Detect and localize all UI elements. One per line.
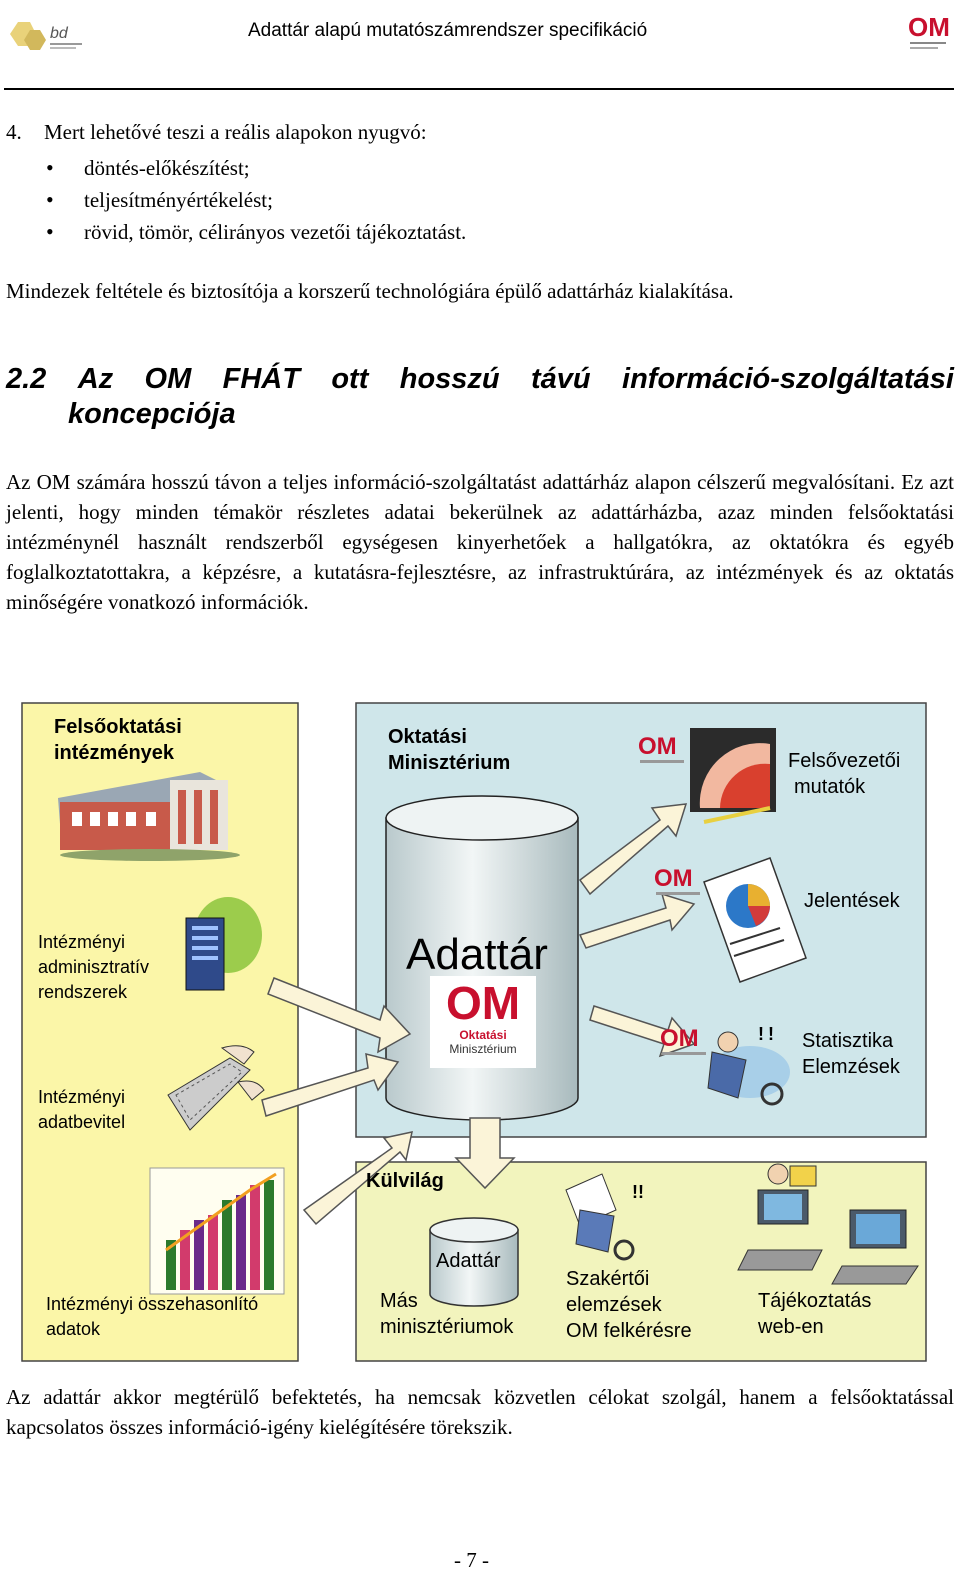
report-icon <box>703 857 807 983</box>
bullet-item: rövid, tömör, célirányos vezetői tájékoz… <box>46 216 466 248</box>
comparison-data-line: adatok <box>46 1319 101 1339</box>
svg-text:!: ! <box>768 1024 774 1044</box>
arrow-admin-in <box>267 977 412 1054</box>
web-computers-icon <box>737 1163 919 1285</box>
exec-indicators-line: Felsővezetői <box>788 750 901 772</box>
arrow-down-outside <box>454 1117 516 1190</box>
svg-text:!!: !! <box>632 1182 644 1202</box>
institutions-title: Felsőoktatási intézmények <box>54 714 182 766</box>
admin-systems-line: Intézményi <box>38 932 126 952</box>
closing-paragraph: Az adattár akkor megtérülő befektetés, h… <box>6 1385 954 1439</box>
institutions-title-line: Felsőoktatási <box>54 716 182 738</box>
architecture-diagram: ! ! !! OM OM OM <box>21 702 927 1362</box>
list-intro: Mert lehetővé teszi a reális alapokon ny… <box>44 120 427 144</box>
expert-icon: !! <box>565 1173 644 1261</box>
flow-arrows <box>261 803 696 1226</box>
warehouse-om-logo: OM Oktatási Minisztérium <box>430 978 536 1056</box>
warehouse-om-logo-sub: Oktatási <box>459 1028 507 1042</box>
om-logo-text: OM <box>908 12 950 42</box>
reports-label: Jelentések <box>804 890 900 912</box>
arrow-to-exec <box>578 803 688 896</box>
expert-analysis-label: Szakértői elemzések OM felkérésre <box>566 1266 692 1344</box>
web-info-line: web-en <box>758 1316 824 1338</box>
warehouse-om-logo-sub: Minisztérium <box>449 1042 517 1056</box>
comparison-data-line: Intézményi összehasonlító <box>46 1294 259 1314</box>
heading-word: távú <box>531 363 591 395</box>
arrow-to-stats <box>589 1005 696 1058</box>
section-heading: 2.2 Az OM FHÁT ott hosszú távú informáci… <box>6 362 954 432</box>
statistics-line: Statisztika <box>802 1030 894 1052</box>
analyst-icon: ! ! <box>707 1024 790 1106</box>
ministry-title: Oktatási Minisztérium <box>388 724 510 776</box>
bd-logo: bd <box>10 22 82 50</box>
page-number: - 7 - <box>454 1548 489 1572</box>
web-info-line: Tájékoztatás <box>758 1290 872 1312</box>
other-ministries-line: minisztériumok <box>380 1316 514 1338</box>
comparison-data-label: Intézményi összehasonlító adatok <box>46 1292 258 1342</box>
other-ministries-line: Más <box>380 1290 418 1312</box>
header-title: Adattár alapú mutatószámrendszer specifi… <box>248 20 648 41</box>
bd-logo-text: bd <box>50 25 69 42</box>
data-input-label: Intézményi adatbevitel <box>38 1085 125 1135</box>
exec-indicators-line: mutatók <box>794 776 866 798</box>
admin-systems-line: adminisztratív <box>38 957 150 977</box>
gauge-icon <box>690 728 776 824</box>
expert-analysis-line: elemzések <box>566 1294 662 1316</box>
heading-word: hosszú <box>399 363 500 395</box>
list-number: 4. <box>6 120 22 144</box>
header-rule <box>4 88 954 90</box>
data-input-line: Intézményi <box>38 1087 126 1107</box>
svg-text:OM: OM <box>654 865 693 892</box>
heading-word: Az <box>77 363 114 395</box>
server-icon <box>185 897 262 991</box>
data-warehouse-cylinder <box>385 795 579 1121</box>
warehouse-om-logo-text: OM <box>445 977 521 1029</box>
arrow-compare-out <box>302 1131 413 1226</box>
arrow-input-in <box>261 1053 400 1117</box>
heading-word: OM <box>144 363 192 395</box>
summary-text: Mindezek feltétele és biztosítója a kors… <box>6 279 734 303</box>
heading-word: FHÁT <box>222 363 300 395</box>
expert-analysis-line: OM felkérésre <box>566 1320 692 1342</box>
comparison-chart-icon <box>149 1167 285 1295</box>
bullet-item: döntés-előkészítést; <box>46 152 466 184</box>
heading-word: 2.2 <box>6 363 47 395</box>
heading-word: ott <box>331 363 369 395</box>
heading-word: információ-szolgáltatási <box>622 363 954 395</box>
statistics-label: Statisztika Elemzések <box>802 1028 900 1080</box>
svg-text:!: ! <box>758 1024 764 1044</box>
om-logo-small: OM <box>638 733 684 763</box>
outside-warehouse-label: Adattár <box>436 1250 501 1272</box>
expert-analysis-line: Szakértői <box>566 1268 650 1290</box>
exec-indicators-label: Felsővezetői mutatók <box>788 748 900 800</box>
other-ministry-cylinder <box>429 1217 519 1307</box>
heading-line-2: koncepciója <box>68 398 236 430</box>
outside-title: Külvilág <box>366 1170 444 1192</box>
ministry-title-line: Oktatási <box>388 726 467 748</box>
svg-text:OM: OM <box>638 733 677 760</box>
bullet-item: teljesítményértékelést; <box>46 184 466 216</box>
other-ministries-label: Más minisztériumok <box>380 1288 513 1340</box>
om-logo-small: OM <box>654 865 700 895</box>
institutions-title-line: intézmények <box>54 742 175 764</box>
om-logo-small: OM <box>660 1025 706 1055</box>
data-input-line: adatbevitel <box>38 1112 126 1132</box>
statistics-line: Elemzések <box>802 1056 900 1078</box>
svg-text:OM: OM <box>660 1025 699 1052</box>
om-logo: OM <box>908 12 950 49</box>
admin-systems-label: Intézményi adminisztratív rendszerek <box>38 930 149 1005</box>
web-info-label: Tájékoztatás web-en <box>758 1288 871 1340</box>
building-icon <box>58 772 240 861</box>
list-item-4: 4. Mert lehetővé teszi a reális alapokon … <box>6 120 427 145</box>
keyboard-icon <box>167 1045 265 1131</box>
bullet-list: döntés-előkészítést; teljesítményértékel… <box>46 152 466 248</box>
arrow-to-reports <box>578 892 696 949</box>
ministry-title-line: Minisztérium <box>388 752 511 774</box>
warehouse-label: Adattár <box>406 930 548 979</box>
admin-systems-line: rendszerek <box>38 982 128 1002</box>
body-paragraph: Az OM számára hosszú távon a teljes info… <box>6 470 954 614</box>
